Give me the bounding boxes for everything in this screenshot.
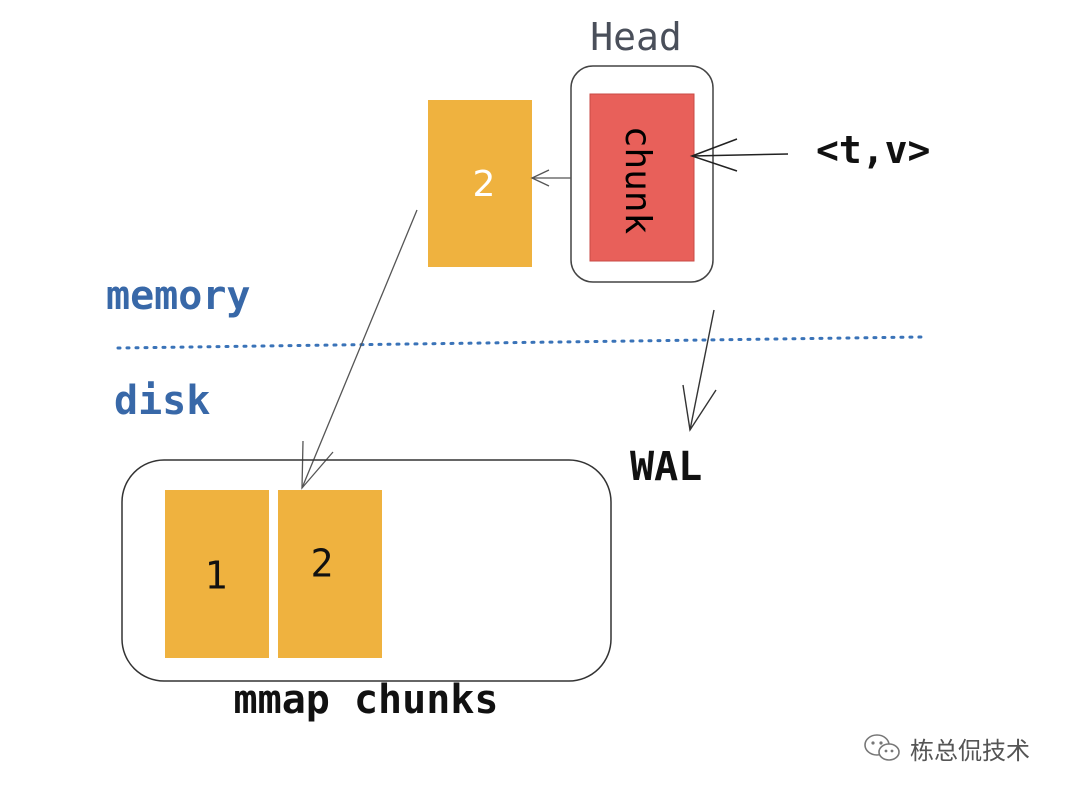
wechat-icon <box>862 732 902 764</box>
mmap-chunk-2-label: 2 <box>311 542 334 586</box>
memory-disk-divider <box>116 335 924 350</box>
mmap-chunk-1-label: 1 <box>205 554 228 598</box>
arrow-head-to-wal <box>682 309 717 432</box>
memory-chunk-2-label: 2 <box>473 164 496 205</box>
mmap-chunk-1 <box>165 490 269 658</box>
watermark: 栋总侃技术 <box>862 728 1030 768</box>
arrow-head-to-memory-chunk <box>530 169 571 187</box>
wal-label: WAL <box>630 444 702 490</box>
arrow-sample-to-head-chunk <box>689 138 789 172</box>
arrow-memory-to-mmap <box>301 209 418 490</box>
mmap-chunk-2 <box>278 490 382 658</box>
mmap-chunks-label: mmap chunks <box>234 677 499 723</box>
mmap-chunks-container <box>121 459 612 682</box>
sample-input-label: <t,v> <box>816 128 930 172</box>
disk-label: disk <box>114 378 210 424</box>
head-chunk-label: chunk <box>617 126 658 235</box>
head-label: Head <box>590 15 682 59</box>
head-active-chunk <box>589 93 695 262</box>
head-container <box>570 65 714 283</box>
watermark-text: 栋总侃技术 <box>910 736 1030 765</box>
memory-label: memory <box>106 273 251 319</box>
memory-chunk-2 <box>428 100 532 267</box>
